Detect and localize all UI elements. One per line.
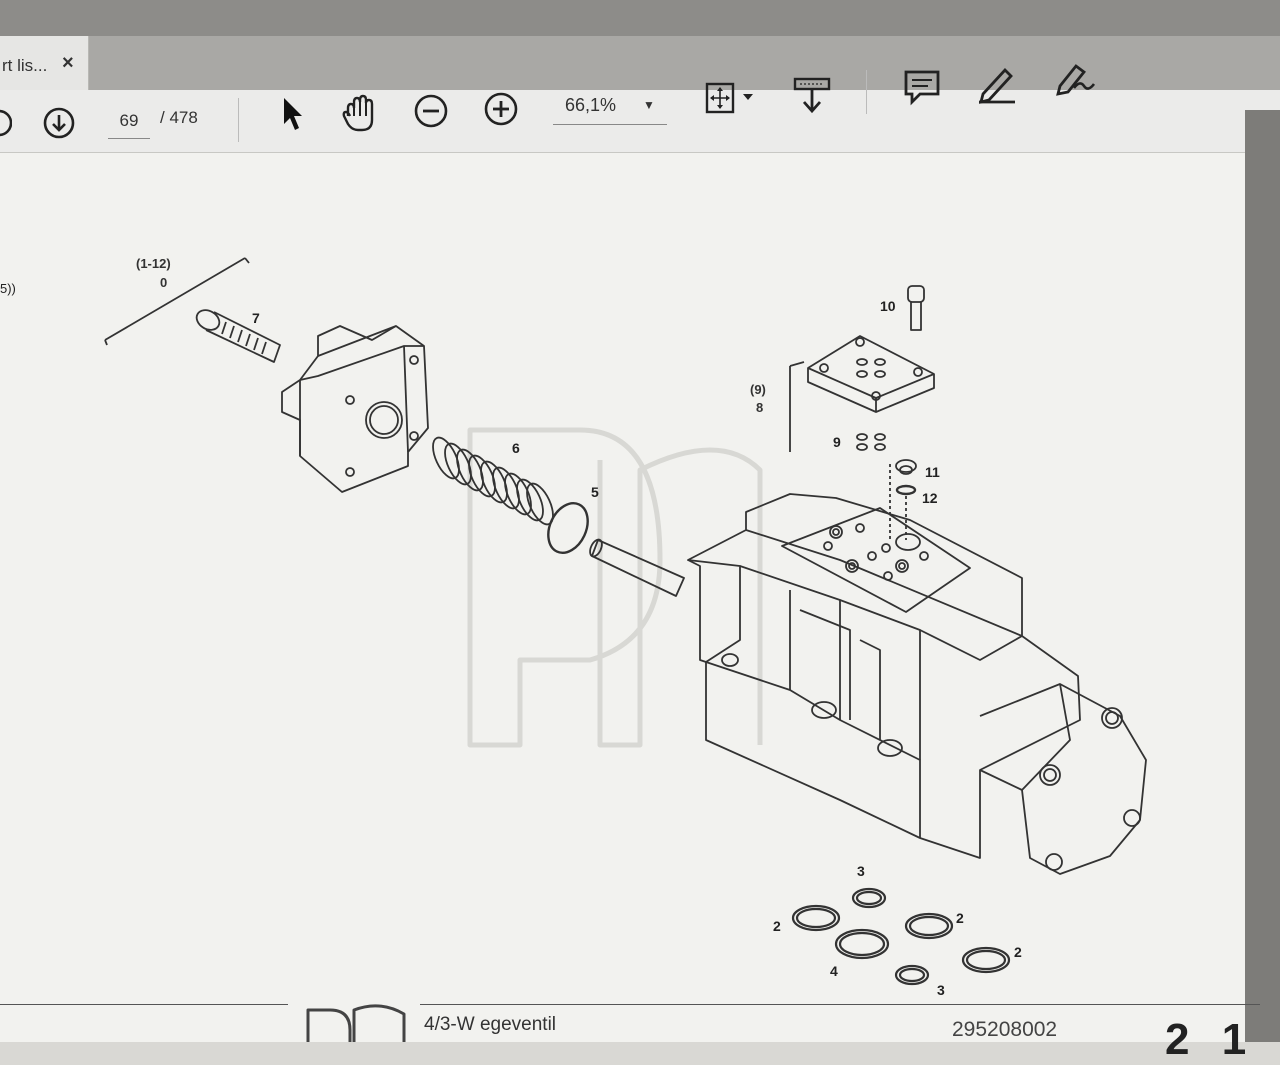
- sign-icon[interactable]: [1052, 58, 1098, 100]
- callout-label: 12: [922, 490, 938, 506]
- footer-rule: [0, 1004, 288, 1005]
- callout-label: 2: [773, 918, 781, 934]
- callout-label: 4: [830, 963, 838, 979]
- callout-label: 3: [937, 982, 945, 998]
- viewer-background: [1245, 110, 1280, 1042]
- toolbar-separator: [866, 70, 867, 114]
- chevron-down-icon: ▼: [643, 98, 655, 112]
- subassembly-range-label: (9): [750, 382, 766, 397]
- document-tab[interactable]: rt lis... ×: [0, 36, 89, 90]
- callout-label: 7: [252, 310, 260, 326]
- page-count: / 478: [160, 108, 198, 127]
- assembly-range-label: (1-12): [136, 256, 171, 271]
- exploded-view-drawing: [104, 257, 1147, 1042]
- pm-logo: [306, 1004, 406, 1042]
- hand-tool-icon[interactable]: [340, 94, 382, 134]
- zoom-out-icon[interactable]: [412, 92, 450, 130]
- callout-label: 5: [591, 484, 599, 500]
- callout-label: 6: [512, 440, 520, 456]
- window-titlebar: [0, 0, 1280, 36]
- spring-part: [432, 436, 554, 526]
- callout-label: 9: [833, 434, 841, 450]
- spool-part: [591, 539, 685, 597]
- select-cursor-icon[interactable]: [280, 96, 306, 134]
- zoom-in-icon[interactable]: [482, 90, 520, 128]
- scroll-mode-icon[interactable]: [792, 76, 832, 116]
- footer-rule: [420, 1004, 1260, 1005]
- callout-label: 10: [880, 298, 896, 314]
- pm-watermark: [467, 427, 763, 748]
- toolbar-separator: [238, 98, 239, 142]
- footer-part-number: 295208002: [952, 1018, 1058, 1041]
- zoom-value: 66,1%: [565, 95, 617, 115]
- adapter-plate-part: [789, 335, 935, 452]
- side-label: 5)): [0, 281, 16, 296]
- tab-title: rt lis...: [2, 56, 48, 75]
- callout-label: 11: [925, 464, 940, 480]
- tab-close-icon[interactable]: ×: [62, 52, 74, 74]
- plug-part: [889, 459, 917, 540]
- footer-title: 4/3-W egeventil: [424, 1014, 557, 1035]
- next-page-icon[interactable]: [42, 106, 76, 140]
- bolt-part: [195, 309, 281, 363]
- callout-label: 2: [956, 910, 964, 926]
- previous-page-icon[interactable]: [0, 106, 12, 140]
- document-page[interactable]: [0, 153, 1245, 1042]
- draw-pen-icon[interactable]: [975, 64, 1019, 104]
- pdf-toolbar: [0, 90, 1280, 153]
- bottom-o-rings: [791, 887, 1011, 986]
- subassembly-index-label: 8: [756, 400, 764, 415]
- cover-flange-part: [281, 325, 429, 493]
- callout-label: 3: [857, 863, 865, 879]
- screw-part: [907, 285, 925, 331]
- fit-page-icon[interactable]: [703, 80, 759, 116]
- assembly-bracket: [104, 257, 246, 341]
- small-o-rings-part: [856, 433, 886, 451]
- page-number-input[interactable]: 69: [108, 106, 150, 139]
- zoom-select[interactable]: 66,1% ▼: [553, 90, 667, 125]
- o-ring-part: [547, 502, 589, 554]
- callout-label: 2: [1014, 944, 1022, 960]
- tab-strip: [89, 36, 1280, 90]
- valve-body-part: [687, 493, 1147, 875]
- footer-page-marker: 2 1: [1165, 1015, 1257, 1064]
- assembly-index-label: 0: [160, 275, 168, 290]
- comment-icon[interactable]: [902, 68, 942, 108]
